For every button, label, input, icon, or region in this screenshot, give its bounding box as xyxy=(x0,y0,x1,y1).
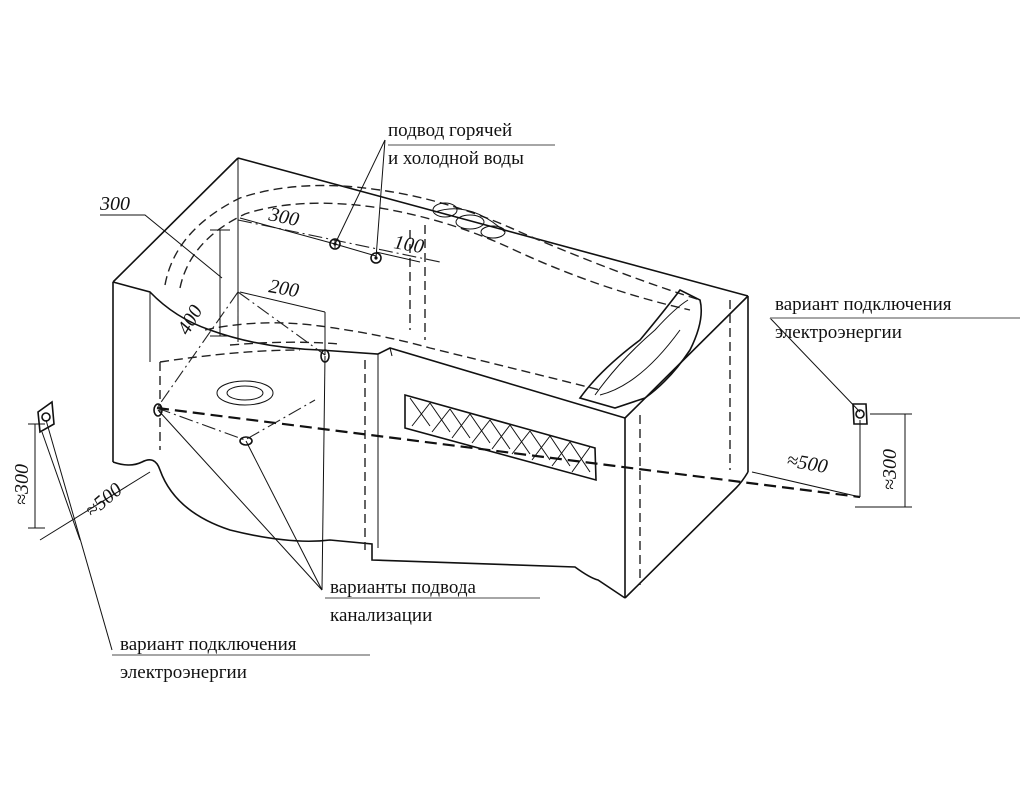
callout-leaders xyxy=(45,139,861,651)
dim-100: 100 xyxy=(392,231,425,258)
control-panel xyxy=(432,202,506,239)
drain-label-1: варианты подвода xyxy=(330,577,476,598)
front-grille xyxy=(404,393,597,482)
power-left-label-1: вариант подключения xyxy=(120,634,297,655)
connection-points xyxy=(153,238,382,446)
power-socket-right-icon xyxy=(852,403,868,425)
drain-point-floor xyxy=(239,436,253,446)
dim-500-right: ≈500 xyxy=(785,449,829,478)
headrest xyxy=(578,288,703,409)
dimension-lines xyxy=(28,214,912,541)
power-left-label-2: электроэнергии xyxy=(120,662,247,683)
dim-400: 400 xyxy=(173,302,207,339)
drain-label-2: канализации xyxy=(330,605,432,626)
power-socket-left-icon xyxy=(37,400,55,434)
dim-300-side: 300 xyxy=(99,193,130,215)
dim-200: 200 xyxy=(267,275,300,302)
power-right-label-1: вариант подключения xyxy=(775,294,952,315)
drain-point-left xyxy=(153,403,163,417)
dim-500-left: ≈500 xyxy=(81,479,127,522)
dim-300-left: ≈300 xyxy=(11,464,33,505)
water-supply-label-2: и холодной воды xyxy=(388,148,524,169)
dim-300-right: ≈300 xyxy=(879,449,901,490)
water-supply-label-1: подвод горячей xyxy=(388,120,512,141)
basin-drain xyxy=(216,380,274,406)
power-right-label-2: электроэнергии xyxy=(775,322,902,343)
inner-basin xyxy=(159,184,731,585)
bathtub-outline xyxy=(112,157,749,599)
